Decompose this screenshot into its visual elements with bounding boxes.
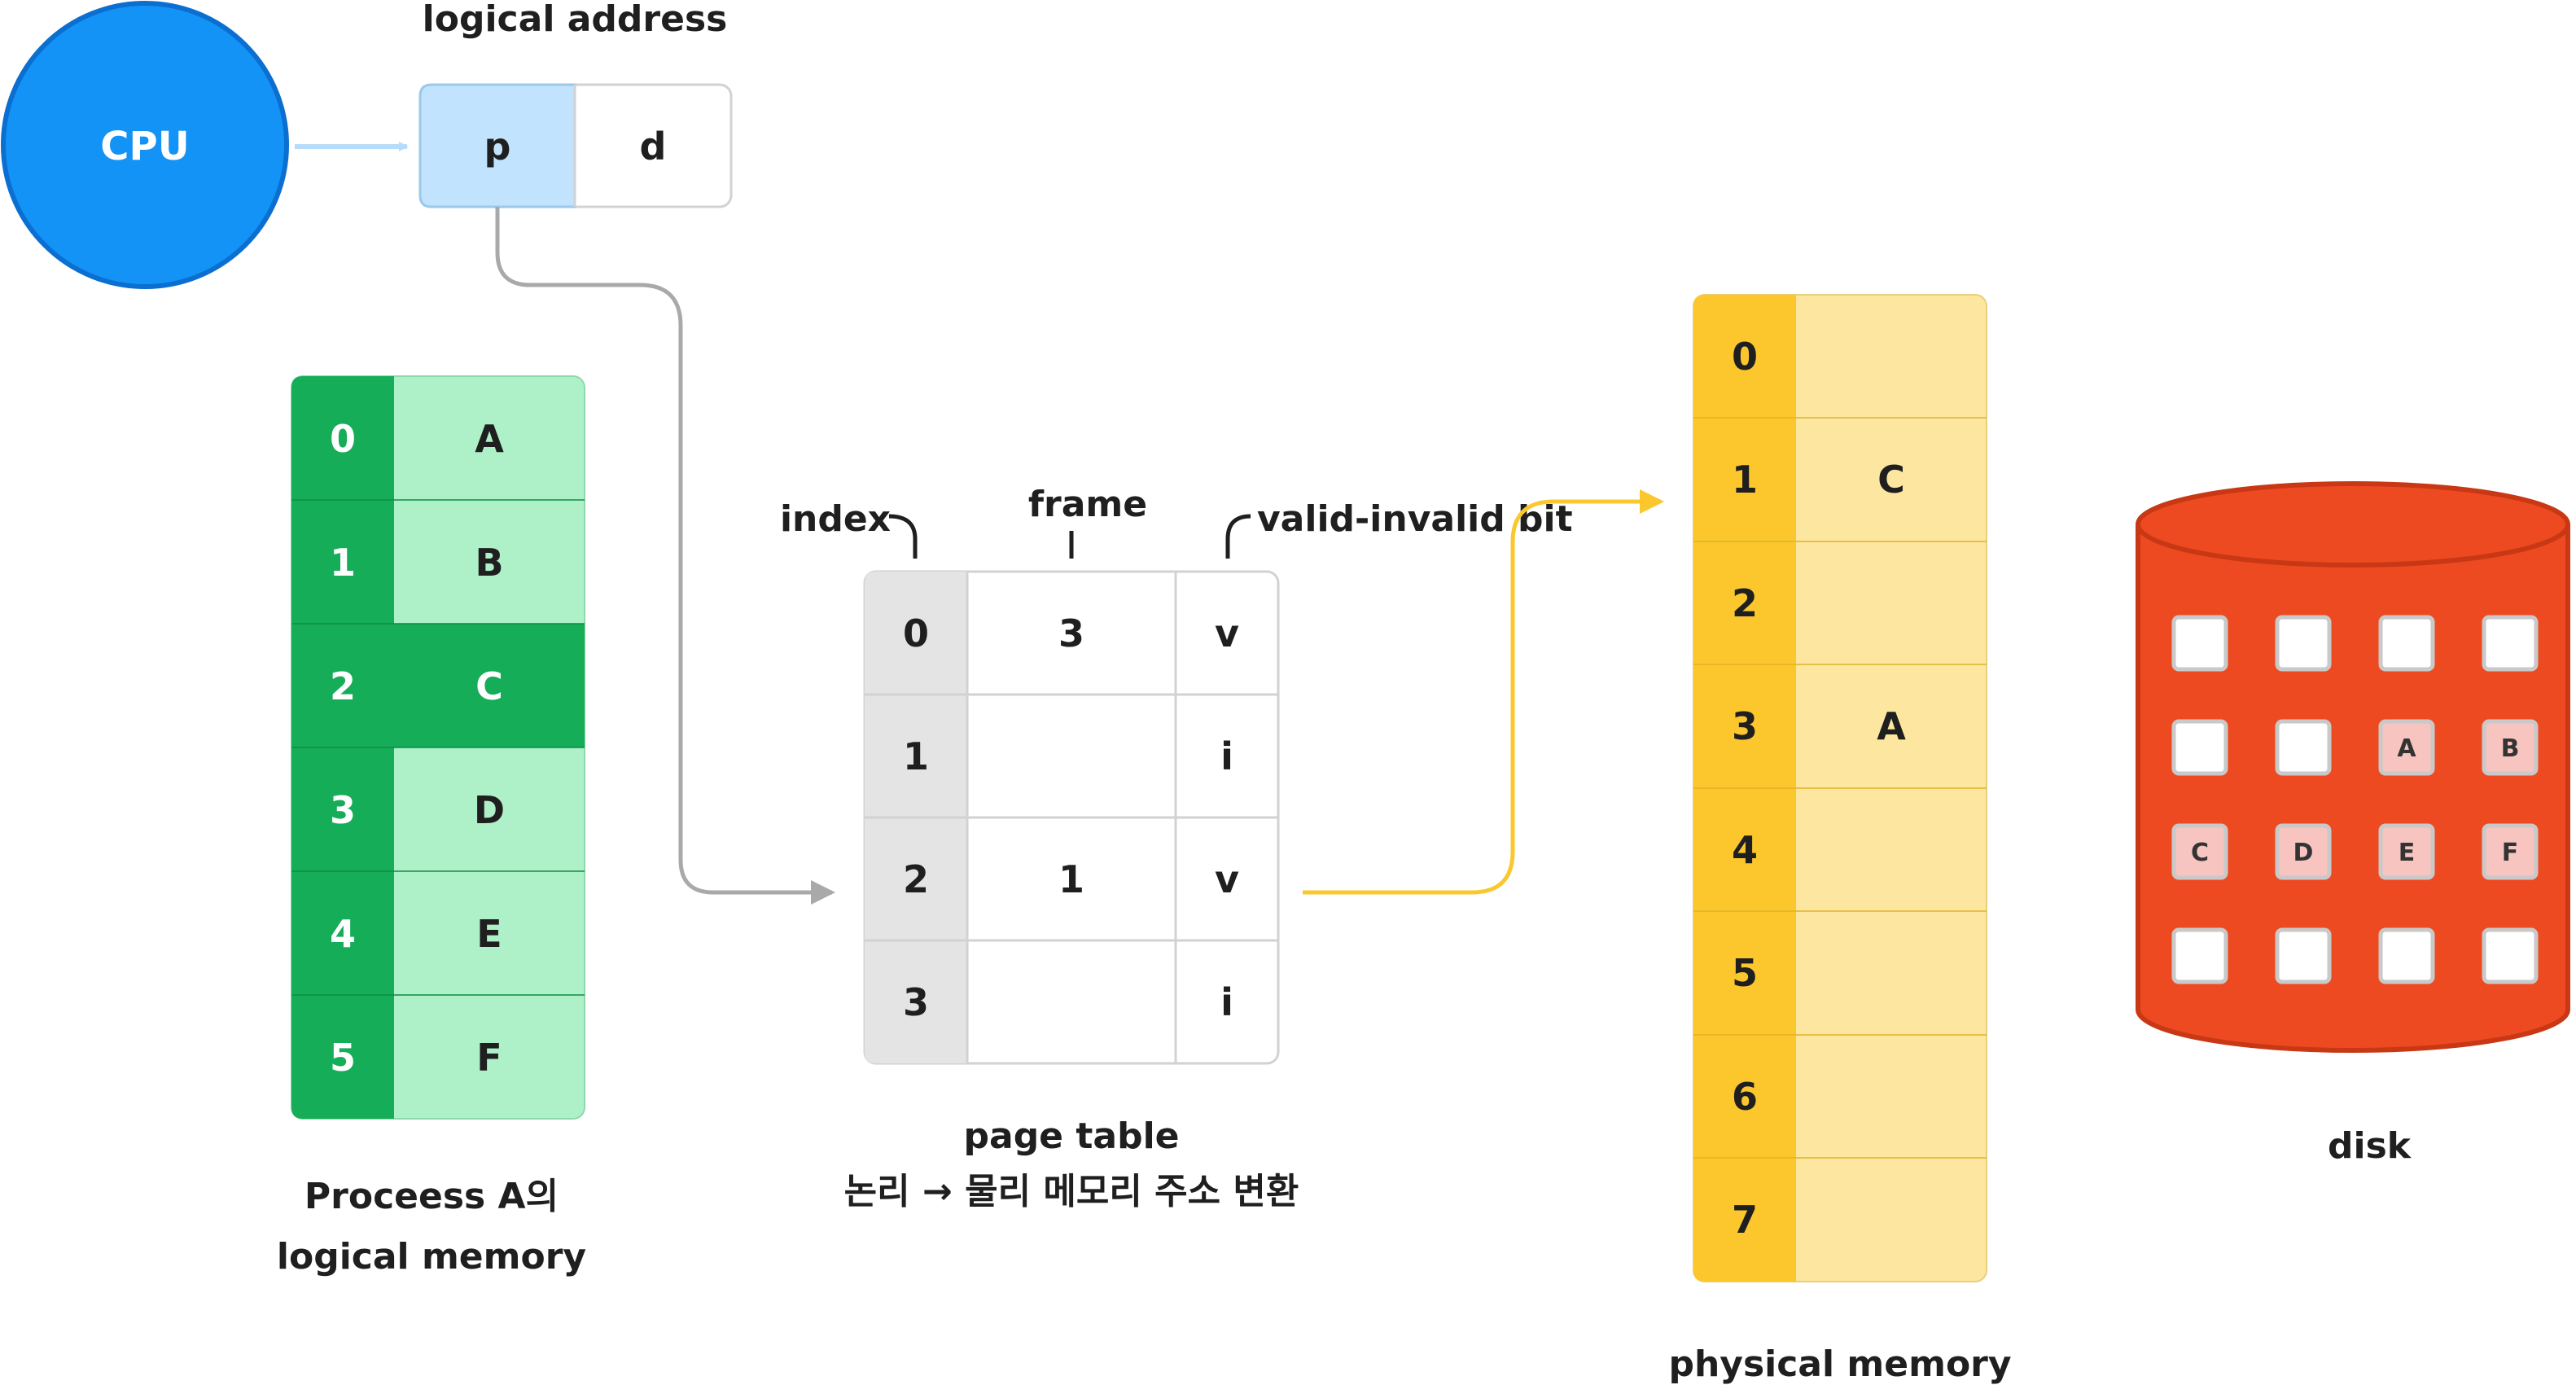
disk-slot-label: A xyxy=(2397,734,2416,763)
address-d-field: d xyxy=(640,125,667,169)
disk-slot xyxy=(2275,823,2332,880)
disk-slot xyxy=(2378,615,2435,672)
disk-top xyxy=(2136,481,2570,568)
page-table-valid-bit: v xyxy=(1215,611,1239,655)
logical-page: E xyxy=(476,912,502,956)
disk-slot xyxy=(2378,927,2435,984)
physical-index: 2 xyxy=(1732,581,1758,625)
logical-page-highlighted: C xyxy=(475,664,503,708)
page-table-valid-header: valid-invalid bit xyxy=(1257,498,1573,540)
disk-slot xyxy=(2482,823,2539,880)
logical-page: D xyxy=(474,788,505,832)
page-table-valid-bit: i xyxy=(1220,980,1233,1024)
disk-slot xyxy=(2275,927,2332,984)
address-p-field: p xyxy=(484,125,511,169)
disk-slot-label: C xyxy=(2191,839,2209,867)
physical-index: 0 xyxy=(1732,335,1758,379)
disk-caption: disk xyxy=(2328,1125,2412,1167)
disk: A B C D E F disk xyxy=(2136,481,2570,1167)
logical-memory-caption-line1: Proceess A의 xyxy=(304,1176,559,1217)
index-header-bracket xyxy=(888,514,918,559)
cpu: CPU xyxy=(1,1,289,289)
cpu-circle xyxy=(1,1,289,289)
cpu-label: CPU xyxy=(100,124,189,169)
logical-index: 2 xyxy=(330,664,356,708)
disk-slot xyxy=(2482,719,2539,776)
logical-page: F xyxy=(476,1036,502,1080)
disk-slot-label: F xyxy=(2502,839,2519,867)
page-table-index: 3 xyxy=(903,980,929,1024)
physical-index: 6 xyxy=(1732,1075,1758,1119)
logical-memory: 0 A 1 B 2 C 3 D 4 E 5 F Proceess A의 logi… xyxy=(277,375,586,1278)
page-table-index-header: index xyxy=(780,498,891,540)
disk-slot xyxy=(2171,927,2228,984)
logical-memory-highlight-row xyxy=(394,624,585,747)
logical-memory-caption-line2: logical memory xyxy=(277,1236,586,1278)
disk-slot xyxy=(2171,615,2228,672)
page-table-to-physical-arrow xyxy=(1303,489,1664,895)
disk-slot xyxy=(2378,719,2435,776)
disk-slot xyxy=(2275,615,2332,672)
disk-slot xyxy=(2482,927,2539,984)
physical-content: A xyxy=(1877,704,1906,748)
logical-page: A xyxy=(475,417,504,461)
disk-slot xyxy=(2482,615,2539,672)
valid-header-bracket xyxy=(1225,514,1251,559)
page-table: index frame valid-invalid bit 0 3 v 1 i … xyxy=(780,484,1573,1212)
physical-index: 1 xyxy=(1732,458,1758,502)
disk-body xyxy=(2136,524,2570,1053)
disk-slot-label: B xyxy=(2501,734,2520,763)
disk-slot-label: D xyxy=(2293,839,2314,867)
logical-index: 0 xyxy=(330,417,356,461)
address-p-cell xyxy=(418,83,576,208)
page-table-caption-line1: page table xyxy=(964,1115,1180,1157)
disk-slot xyxy=(2378,823,2435,880)
page-table-frame-value: 1 xyxy=(1058,857,1084,901)
disk-slot xyxy=(2171,823,2228,880)
p-to-page-table-arrow xyxy=(495,207,835,905)
page-table-frame-header: frame xyxy=(1028,484,1147,525)
logical-address: logical address p d xyxy=(418,0,733,208)
physical-index: 5 xyxy=(1732,951,1758,995)
disk-slot xyxy=(2171,719,2228,776)
page-table-valid-bit: v xyxy=(1215,857,1239,901)
page-table-valid-bit: i xyxy=(1220,734,1233,778)
disk-slot-label: E xyxy=(2399,839,2416,867)
page-table-caption-line2: 논리 → 물리 메모리 주소 변환 xyxy=(844,1171,1299,1212)
physical-index: 7 xyxy=(1732,1198,1758,1242)
logical-page: B xyxy=(475,541,503,585)
disk-slot xyxy=(2275,719,2332,776)
logical-index: 3 xyxy=(330,788,356,832)
logical-index: 1 xyxy=(330,541,356,585)
physical-memory: 0 1 C 2 3 A 4 5 6 7 physical memory xyxy=(1668,294,2012,1385)
page-table-index: 1 xyxy=(903,734,929,778)
page-table-frame-value: 3 xyxy=(1058,611,1084,655)
page-table-index: 0 xyxy=(903,611,929,655)
page-table-index: 2 xyxy=(903,857,929,901)
physical-index: 3 xyxy=(1732,704,1758,748)
logical-address-title: logical address xyxy=(423,0,728,40)
physical-memory-caption: physical memory xyxy=(1668,1343,2011,1385)
logical-index: 4 xyxy=(330,912,356,956)
physical-index: 4 xyxy=(1732,828,1758,872)
logical-index: 5 xyxy=(330,1036,356,1080)
physical-content: C xyxy=(1877,458,1905,502)
